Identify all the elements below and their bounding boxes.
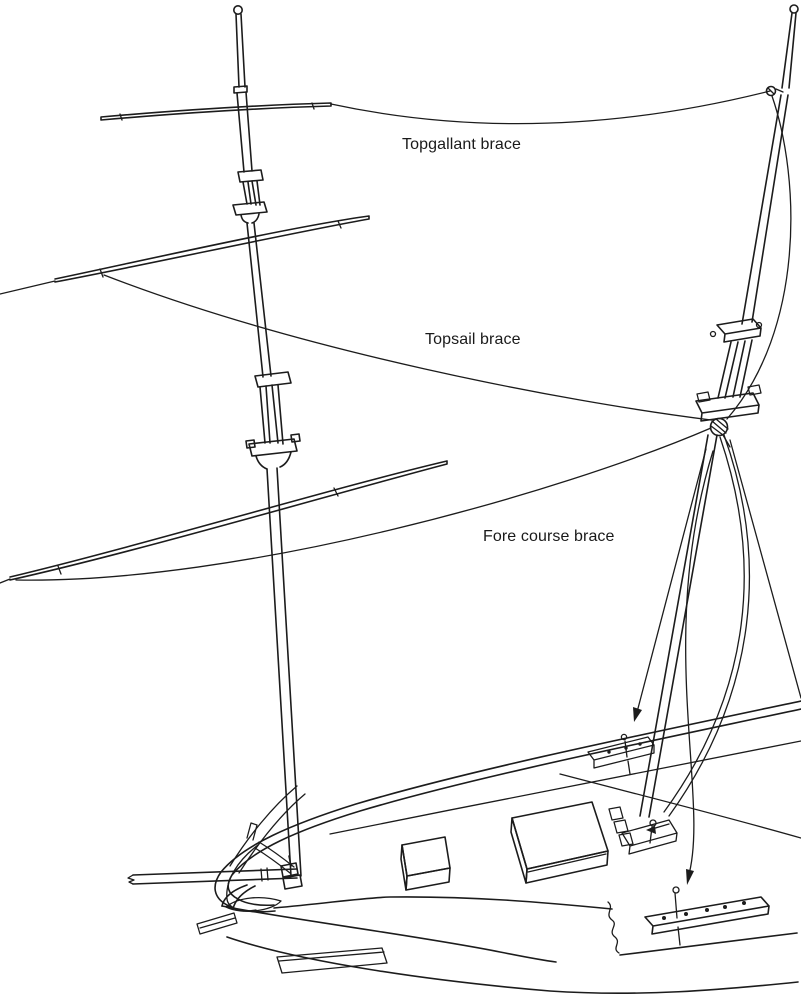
masthead-brace-block <box>767 87 784 96</box>
arrow-to-aft-pin-rail <box>686 451 713 885</box>
aft-pin-rail <box>608 887 769 953</box>
label-fore-course-brace: Fore course brace <box>483 528 615 545</box>
bowsprit <box>128 868 297 884</box>
topgallant-yard <box>101 103 331 120</box>
mainmast <box>640 5 798 817</box>
foremast <box>233 6 302 889</box>
foremast-truck <box>234 6 242 14</box>
topsail-yard <box>0 216 369 294</box>
hull <box>215 701 801 993</box>
brace-lead-block <box>711 419 731 448</box>
hull-break-jag <box>608 902 619 953</box>
brace-falls <box>664 96 801 816</box>
topgallant-brace-line <box>331 91 770 124</box>
belaying-pin <box>650 820 656 843</box>
arrow-to-mid-pin-rail <box>633 449 706 722</box>
large-hatch <box>511 802 608 883</box>
belaying-pin <box>621 734 630 774</box>
fore-course-yard <box>0 461 447 583</box>
deck-hatches <box>401 802 608 890</box>
fife-rail <box>609 807 677 854</box>
small-hatch <box>401 837 450 890</box>
topsail-brace-line <box>104 275 711 420</box>
mid-pin-rail <box>588 734 654 774</box>
bow-structure <box>128 786 305 934</box>
mainmast-truck <box>790 5 798 13</box>
belaying-pin <box>673 887 680 945</box>
near-channel <box>277 948 387 973</box>
label-topgallant-brace: Topgallant brace <box>402 136 522 153</box>
fore-course-brace-line <box>16 428 711 580</box>
label-topsail-brace: Topsail brace <box>425 331 521 348</box>
